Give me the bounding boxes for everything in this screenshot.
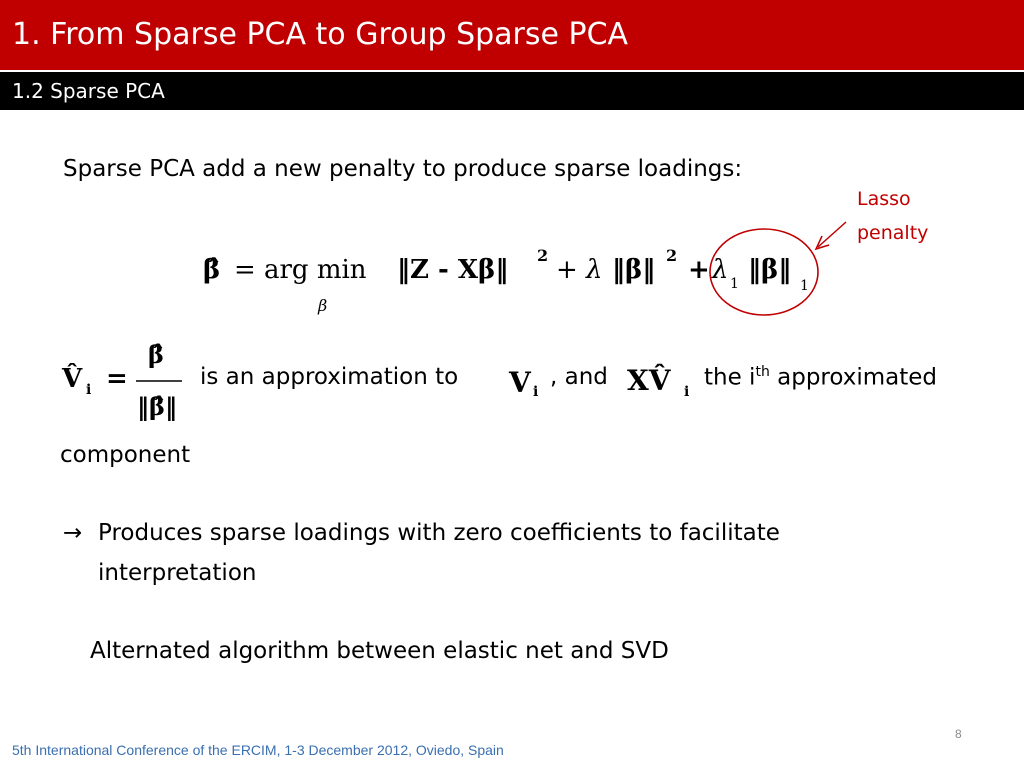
and-text: , and (550, 364, 608, 390)
vhat-denominator: ‖β̂‖ (137, 392, 177, 421)
slide-title: 1. From Sparse PCA to Group Sparse PCA (0, 0, 1024, 70)
formula-ridge-norm: ‖β‖ (612, 255, 656, 285)
annotation-arrow-head (814, 235, 830, 251)
page-number: 8 (955, 727, 962, 741)
vhat-numerator: β̂ (148, 340, 164, 369)
formula-equals: = (234, 255, 256, 285)
th-superscript: th (755, 364, 770, 380)
formula-lambda-1: λ (712, 255, 729, 285)
approximated-text: approximated (769, 364, 938, 391)
approx-text: is an approximation to (200, 364, 459, 390)
annotation-line-2: penalty (857, 222, 929, 244)
intro-text: Sparse PCA add a new penalty to produce … (63, 156, 743, 182)
formula-residual-norm: ‖Z - Xβ‖ (397, 255, 509, 285)
formula-plus-2: + (688, 255, 710, 285)
formula-argmin-sub: β (318, 296, 328, 315)
slide-subtitle: 1.2 Sparse PCA (0, 72, 1024, 110)
bullet-line-1: Produces sparse loadings with zero coeff… (98, 520, 780, 546)
v-symbol: V (509, 366, 531, 399)
xv-symbol: XV̂ (627, 364, 671, 397)
footer-text: 5th International Conference of the ERCI… (12, 742, 504, 758)
component-text: component (60, 442, 191, 468)
v-sub: i (533, 384, 539, 400)
annotation-arrow-line (817, 221, 847, 248)
vhat-symbol: V̂ (62, 364, 83, 394)
bullet-line-2: interpretation (98, 560, 257, 586)
the-i-text: the i (704, 364, 756, 391)
formula-norm-sub: 1 (800, 278, 809, 294)
formula-power-1: 2 (537, 246, 549, 265)
xv-sub: i (684, 384, 690, 400)
vhat-equals: = (106, 364, 128, 394)
arrow-icon: → (63, 520, 83, 546)
formula-lambda-1-sub: 1 (730, 276, 739, 292)
formula-argmin: arg min (264, 255, 367, 285)
lasso-highlight-ellipse (709, 228, 819, 316)
algorithm-text: Alternated algorithm between elastic net… (90, 638, 669, 664)
lasso-annotation: Lasso penalty (857, 182, 928, 250)
formula-plus-1: + (556, 255, 578, 285)
formula-beta-hat: β̂ (203, 255, 221, 285)
formula-lambda: λ (586, 255, 603, 285)
annotation-line-1: Lasso (857, 188, 911, 210)
ith-approximated-text: the ith approximated (704, 364, 937, 391)
formula-lasso-norm: ‖β‖ (748, 255, 792, 285)
vhat-sub: i (86, 382, 92, 398)
formula-power-2: 2 (666, 246, 678, 265)
